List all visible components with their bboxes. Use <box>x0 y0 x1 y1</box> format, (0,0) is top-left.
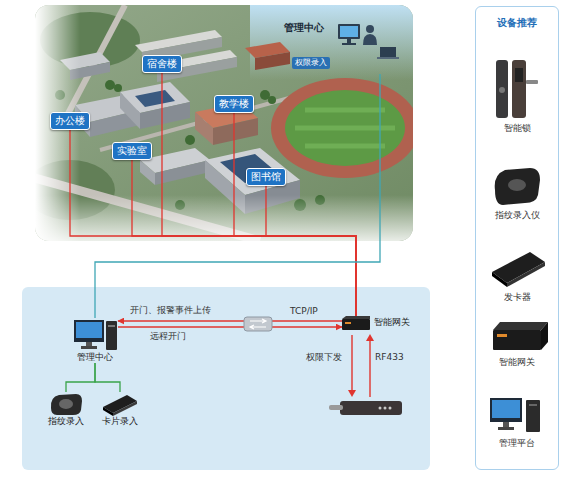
note-label: TCP/IP <box>290 306 318 317</box>
computer-icon <box>72 318 118 352</box>
node-label: 管理中心 <box>77 352 113 363</box>
computer-node: 管理中心 <box>72 318 118 363</box>
side-panel: 设备推荐 <box>475 6 559 470</box>
connector <box>95 363 120 392</box>
device-caption: 发卡器 <box>504 292 531 303</box>
node-label: 教学楼 <box>219 98 249 110</box>
node-label: 宿舍楼 <box>147 58 177 70</box>
node-label: 图书馆 <box>251 171 281 183</box>
device-node: 卡片录入 <box>102 392 138 427</box>
connector <box>162 73 356 316</box>
device-node: 指纹录入 <box>48 392 84 427</box>
note-label: 权限录入 <box>292 57 330 69</box>
gateway-icon <box>342 316 370 330</box>
connector <box>70 130 356 316</box>
node-label: 办公楼 <box>55 115 85 127</box>
connector <box>234 113 356 316</box>
connector <box>66 363 95 392</box>
device-caption: 指纹录入仪 <box>495 210 540 221</box>
connector <box>118 320 342 321</box>
building-tag: 宿舍楼 <box>142 55 182 73</box>
node-label: 指纹录入 <box>48 416 84 427</box>
node-label: 智能网关 <box>374 317 410 328</box>
building-tag: 教学楼 <box>214 95 254 113</box>
edge-label: 远程开门 <box>150 331 186 342</box>
connector <box>132 160 356 316</box>
connector <box>95 74 380 318</box>
card-reader-icon <box>102 392 138 416</box>
device-caption: 智能锁 <box>504 123 531 134</box>
device-caption: 智能网关 <box>499 357 535 368</box>
node-label: 实验室 <box>117 145 147 157</box>
connector <box>118 326 342 327</box>
building-tag: 办公楼 <box>50 112 90 130</box>
node-label: 设备推荐 <box>497 17 537 29</box>
building-tag: 图书馆 <box>246 168 286 186</box>
fingerprint-reader-icon <box>49 392 83 416</box>
connector <box>266 186 356 316</box>
building-tag: 实验室 <box>112 142 152 160</box>
device-caption: 管理平台 <box>499 438 535 449</box>
gateway-node: 智能网关 <box>342 316 410 330</box>
edge-label: 开门、报警事件上传 <box>130 305 211 316</box>
node-label: 管理中心 <box>284 22 394 34</box>
node-label: 卡片录入 <box>102 416 138 427</box>
note-label: RF433 <box>375 352 404 363</box>
note-label: 权限下发 <box>306 352 342 363</box>
